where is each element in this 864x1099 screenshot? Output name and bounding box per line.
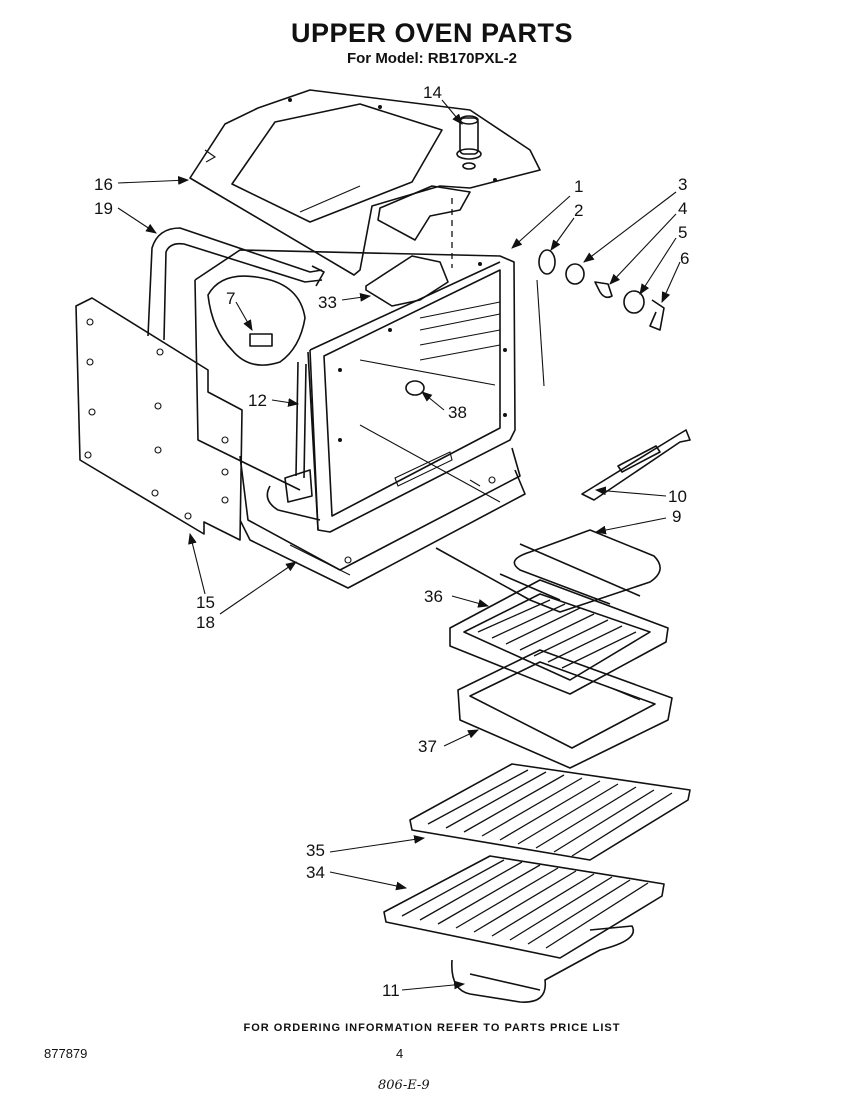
callout-9: 9 (672, 507, 681, 526)
broil-element (451, 925, 635, 1003)
oven-cavity (194, 249, 521, 571)
callout-36: 36 (424, 587, 443, 606)
callout-7: 7 (226, 289, 235, 308)
callout-5: 5 (678, 223, 687, 242)
callout-3: 3 (678, 175, 687, 194)
callout-37: 37 (418, 737, 437, 756)
bottom-panel (239, 469, 526, 589)
callout-34: 34 (306, 863, 325, 882)
document-number: 877879 (44, 1046, 88, 1061)
callout-33: 33 (318, 293, 337, 312)
lamp-assembly (536, 249, 665, 387)
oven-rack-upper (409, 763, 691, 861)
broiler-pan (457, 649, 673, 769)
callout-19: 19 (94, 199, 113, 218)
bake-element (435, 529, 661, 613)
callout-38: 38 (448, 403, 467, 422)
broiler-grid (449, 579, 669, 695)
callout-14: 14 (423, 83, 442, 102)
callout-1: 1 (574, 177, 583, 196)
callout-11: 11 (382, 981, 400, 1000)
model-subtitle: For Model: RB170PXL-2 (346, 50, 518, 67)
side-panel (75, 297, 243, 541)
oven-rack-lower (383, 855, 665, 959)
top-panel (189, 89, 541, 276)
insulation-pad (365, 255, 449, 307)
wire-harness (266, 361, 321, 521)
vent-tube (147, 227, 325, 341)
page-number: 4 (396, 1046, 404, 1061)
callout-18: 18 (196, 613, 215, 632)
ordering-note: FOR ORDERING INFORMATION REFER TO PARTS … (243, 1022, 621, 1034)
leader-lines (117, 99, 681, 991)
top-bracket (377, 185, 471, 268)
oven-light (405, 380, 425, 396)
callout-2: 2 (574, 201, 583, 220)
callout-16: 16 (94, 175, 113, 194)
thermostat-post (456, 115, 482, 170)
handwritten-note: 806-E-9 (378, 1078, 430, 1093)
callout-15: 15 (196, 593, 215, 612)
rack-guide (581, 429, 691, 501)
callout-12: 12 (248, 391, 267, 410)
callout-6: 6 (680, 249, 689, 268)
callout-10: 10 (668, 487, 687, 506)
page-title: UPPER OVEN PARTS (290, 18, 574, 48)
callout-4: 4 (678, 199, 687, 218)
callout-35: 35 (306, 841, 325, 860)
side-insulation (207, 275, 306, 366)
